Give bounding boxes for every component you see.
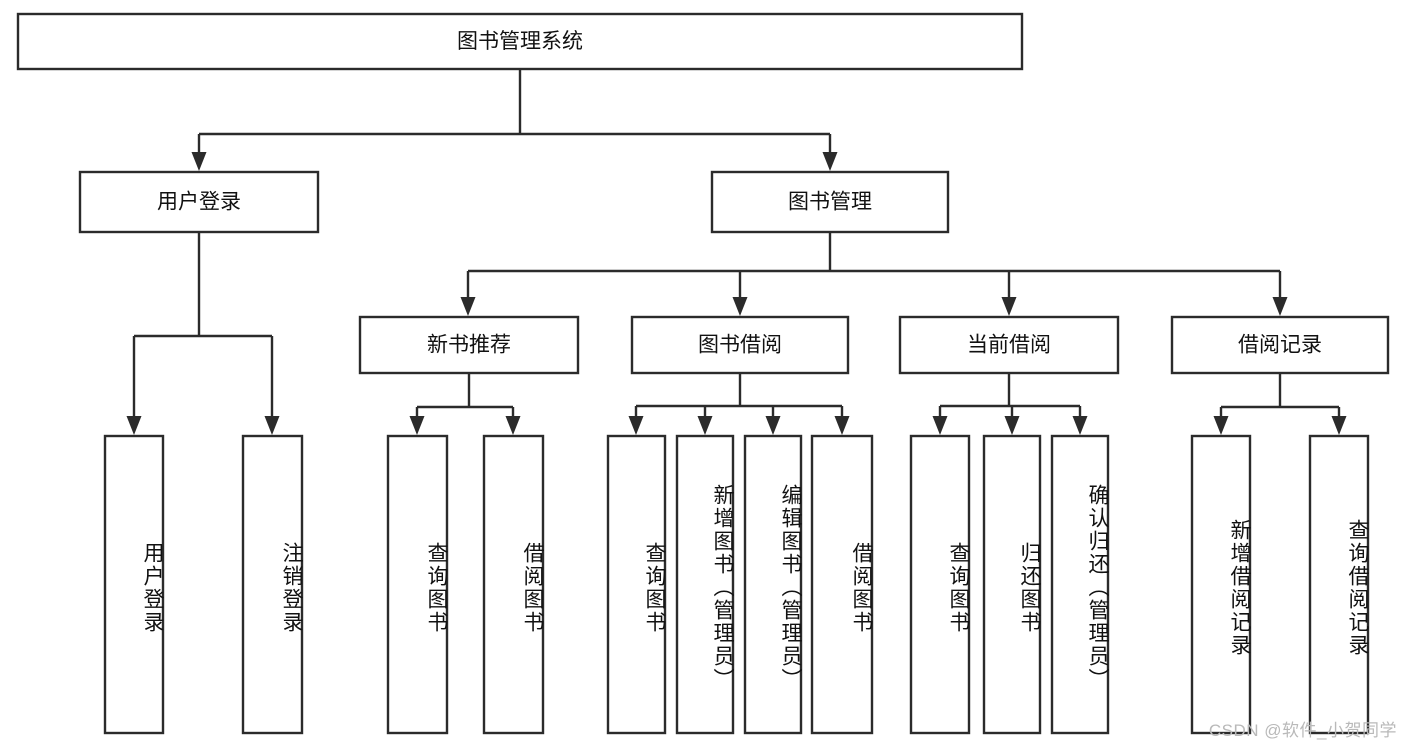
user-login-fanout — [134, 232, 272, 338]
node-label-book-borrow: 图书借阅 — [698, 334, 782, 357]
arrow-to-leaf-query-record — [1331, 407, 1347, 435]
connector-layer — [126, 69, 1347, 435]
node-box-book-management[interactable] — [710, 170, 950, 234]
node-box-leaf-borrow-book-rec[interactable] — [482, 434, 545, 735]
node-box-borrow-record[interactable] — [1170, 315, 1390, 375]
new-book-rec-fanout — [417, 373, 513, 409]
arrow-to-leaf-add-book — [697, 406, 713, 435]
arrow-to-leaf-logout — [264, 336, 280, 435]
arrow-to-current-borrow — [1001, 271, 1017, 316]
arrow-to-leaf-edit-book — [765, 406, 781, 435]
watermark: CSDN @软件_小贺同学 — [1208, 721, 1397, 740]
node-box-current-borrow[interactable] — [898, 315, 1120, 375]
root-fanout — [199, 69, 830, 136]
node-box-layer — [16, 12, 1390, 735]
borrow-record-fanout — [1221, 373, 1339, 409]
node-box-root[interactable] — [16, 12, 1024, 71]
node-box-leaf-confirm-return-admin[interactable] — [1050, 434, 1110, 735]
arrow-to-leaf-confirm-return — [1072, 406, 1088, 435]
node-box-leaf-add-book-admin[interactable] — [675, 434, 735, 735]
node-box-leaf-return-book[interactable] — [982, 434, 1042, 735]
node-label-book-management: 图书管理 — [788, 191, 872, 214]
node-label-current-borrow: 当前借阅 — [967, 334, 1051, 357]
current-borrow-fanout — [940, 373, 1080, 408]
book-manage-fanout — [468, 232, 1280, 273]
arrow-to-leaf-query-book-current — [932, 406, 948, 435]
arrow-to-leaf-user-login — [126, 336, 142, 435]
arrow-to-book-borrow — [732, 271, 748, 316]
node-box-book-borrow[interactable] — [630, 315, 850, 375]
node-label-root: 图书管理系统 — [457, 30, 583, 53]
arrow-to-user-login — [191, 134, 207, 171]
node-box-new-book-recommendation[interactable] — [358, 315, 580, 375]
node-box-leaf-borrow-book-borrow[interactable] — [810, 434, 874, 735]
node-box-user-login[interactable] — [78, 170, 320, 234]
node-box-leaf-query-book-borrow[interactable] — [606, 434, 667, 735]
arrow-to-book-management — [822, 134, 838, 171]
node-box-leaf-query-book-current[interactable] — [909, 434, 971, 735]
arrow-to-borrow-record — [1272, 271, 1288, 316]
arrow-to-leaf-borrow-book-borrow — [834, 406, 850, 435]
arrow-to-leaf-query-book-rec — [409, 407, 425, 435]
arrow-to-leaf-query-book-borrow — [628, 406, 644, 435]
node-box-leaf-edit-book-admin[interactable] — [743, 434, 803, 735]
node-box-leaf-user-login[interactable] — [103, 434, 165, 735]
arrow-to-leaf-return-book — [1004, 406, 1020, 435]
node-label-new-book-recommendation: 新书推荐 — [427, 334, 511, 357]
node-label-borrow-record: 借阅记录 — [1238, 334, 1322, 357]
node-box-leaf-query-book-rec[interactable] — [386, 434, 449, 735]
arrow-to-new-book-rec — [460, 271, 476, 316]
book-borrow-fanout — [636, 373, 842, 408]
arrow-to-leaf-add-record — [1213, 407, 1229, 435]
node-label-user-login: 用户登录 — [157, 191, 241, 214]
node-box-leaf-add-borrow-record[interactable] — [1190, 434, 1252, 735]
node-box-leaf-logout[interactable] — [241, 434, 304, 735]
arrow-to-leaf-borrow-book-rec — [505, 407, 521, 435]
node-box-leaf-query-borrow-record[interactable] — [1308, 434, 1370, 735]
